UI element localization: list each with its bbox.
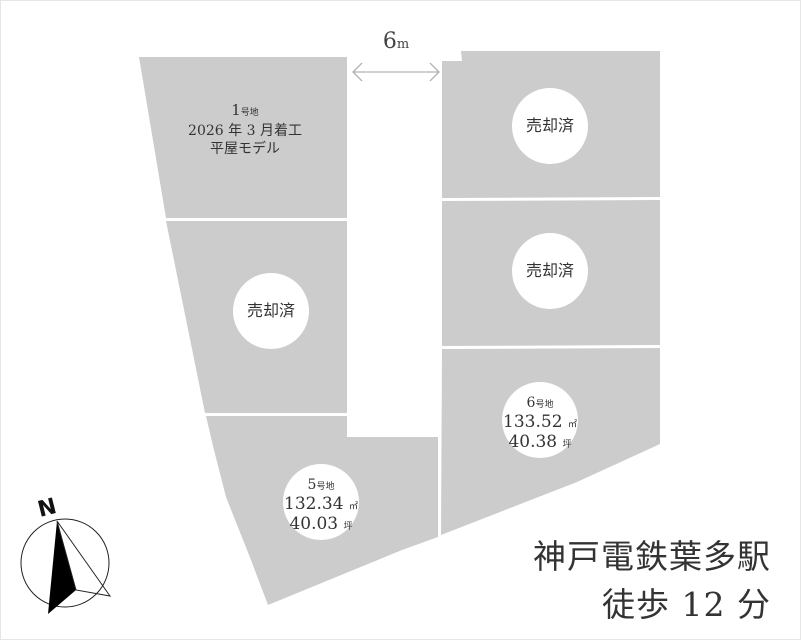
lot-5-area-tsubo: 40.03 (289, 514, 339, 534)
lot-top-right-sold-label: 売却済 (525, 116, 575, 135)
lot-1-suffix: 号地 (240, 108, 259, 118)
lot-6-suffix: 号地 (535, 400, 554, 410)
lot-2-badge (233, 273, 309, 349)
lot-5-area-sqm: 132.34 (284, 494, 344, 514)
lot-6-info: 6号地 133.52 ㎡ 40.38 坪 (503, 394, 577, 454)
lot-6-number: 6 (526, 395, 536, 411)
lot-middle-right-badge (512, 233, 588, 309)
lot-1-model: 平屋モデル (209, 141, 280, 157)
lot-1-shape[interactable] (139, 57, 347, 218)
walk-time: 徒歩 12 分 (602, 585, 771, 624)
lot-5-area-tsubo-unit: 坪 (343, 522, 353, 532)
lot-6-area-sqm-unit: ㎡ (567, 420, 577, 430)
road-width-value: 6 (382, 29, 397, 54)
lot-5-suffix: 号地 (316, 482, 335, 492)
lot-1-number: 1 (231, 101, 241, 119)
road-width-unit: m (396, 37, 410, 52)
lot-1-construction-date: 2026 年 3 月着工 (188, 123, 302, 139)
station-access: 神戸電鉄葉多駅 徒歩 12 分 (533, 533, 771, 629)
lot-5-info: 5号地 132.34 ㎡ 40.03 坪 (284, 476, 358, 536)
lot-6-area-tsubo-unit: 坪 (562, 440, 572, 450)
lot-top-right-badge (512, 88, 588, 164)
lot-5-badge (283, 464, 359, 540)
lot-middle-right-sold-label: 売却済 (525, 261, 575, 280)
lot-5-number: 5 (307, 477, 317, 493)
lot-2-sold-label: 売却済 (246, 301, 296, 320)
lot-1-label: 1号地 2026 年 3 月着工 平屋モデル (188, 101, 302, 158)
north-compass-icon (20, 518, 112, 614)
road-width-label: 6m (383, 31, 409, 53)
road-width-arrow (352, 62, 440, 82)
lot-6-badge (502, 382, 578, 458)
lot-6-area-sqm: 133.52 (503, 412, 563, 432)
lot-6-area-tsubo: 40.38 (508, 432, 558, 452)
lot-5-area-sqm-unit: ㎡ (348, 502, 358, 512)
station-name: 神戸電鉄葉多駅 (533, 537, 771, 576)
